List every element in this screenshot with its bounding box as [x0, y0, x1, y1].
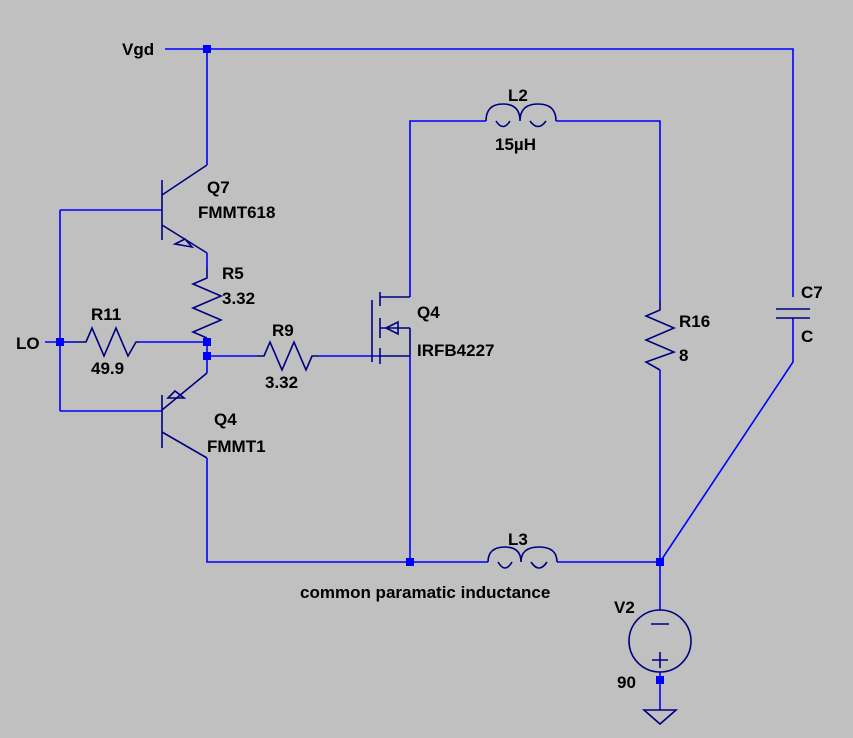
c7-capacitor[interactable] — [776, 308, 810, 319]
q4-mosfet[interactable] — [371, 292, 411, 364]
net-label-lo: LO — [16, 334, 40, 353]
c7-ref: C7 — [801, 283, 823, 302]
q4-bjt-ref: Q4 — [214, 410, 237, 429]
wire-mos-drain — [409, 120, 486, 297]
q7-value: FMMT618 — [198, 203, 275, 222]
wire-l2-r16 — [556, 120, 661, 300]
c7-value: C — [801, 327, 813, 346]
v2-source[interactable] — [628, 609, 692, 673]
r16-resistor[interactable] — [643, 300, 677, 371]
r16-value: 8 — [679, 346, 688, 365]
junctions — [56, 45, 664, 684]
junction-r11-r5 — [203, 338, 211, 346]
junction-v2-bottom — [656, 676, 664, 684]
r11-value: 49.9 — [91, 359, 124, 378]
r11-resistor[interactable] — [75, 325, 140, 359]
v2-ref: V2 — [614, 598, 635, 617]
junction-v2-top — [656, 558, 664, 566]
l2-inductor[interactable] — [485, 103, 557, 128]
net-label-vgd: Vgd — [122, 40, 154, 59]
q7-ref: Q7 — [207, 178, 230, 197]
wire-q4-collector — [206, 458, 488, 563]
l3-inductor[interactable] — [487, 546, 558, 569]
annotation-text: common paramatic inductance — [300, 583, 550, 602]
wire-c7-diagonal — [659, 318, 794, 563]
junction-r9 — [203, 352, 211, 360]
wire-vgd-rail — [165, 48, 794, 297]
junction-lo — [56, 338, 64, 346]
wire-lo-bus — [45, 210, 61, 411]
ground-icon — [641, 709, 679, 726]
l3-ref: L3 — [508, 530, 528, 549]
q4-mosfet-value: IRFB4227 — [417, 341, 494, 360]
junction-vgd — [203, 45, 211, 53]
l2-value: 15µH — [495, 135, 536, 154]
r11-ref: R11 — [91, 305, 121, 324]
q7-transistor[interactable] — [161, 164, 208, 254]
v2-value: 90 — [617, 673, 636, 692]
labels: Vgd LO Q7 FMMT618 R5 3.32 R11 49.9 R9 3.… — [16, 40, 823, 692]
q4-mosfet-ref: Q4 — [417, 303, 440, 322]
r9-ref: R9 — [272, 321, 294, 340]
plus-icon — [652, 652, 668, 668]
wires — [45, 48, 794, 710]
r5-value: 3.32 — [222, 289, 255, 308]
r9-value: 3.32 — [265, 373, 298, 392]
l2-ref: L2 — [508, 86, 528, 105]
r9-resistor[interactable] — [257, 339, 318, 373]
q4-bjt-value: FMMT1 — [207, 437, 266, 456]
r5-resistor[interactable] — [190, 268, 224, 339]
r5-ref: R5 — [222, 264, 244, 283]
q4-bjt-transistor[interactable] — [161, 372, 208, 459]
junction-source — [406, 558, 414, 566]
r16-ref: R16 — [679, 312, 710, 331]
